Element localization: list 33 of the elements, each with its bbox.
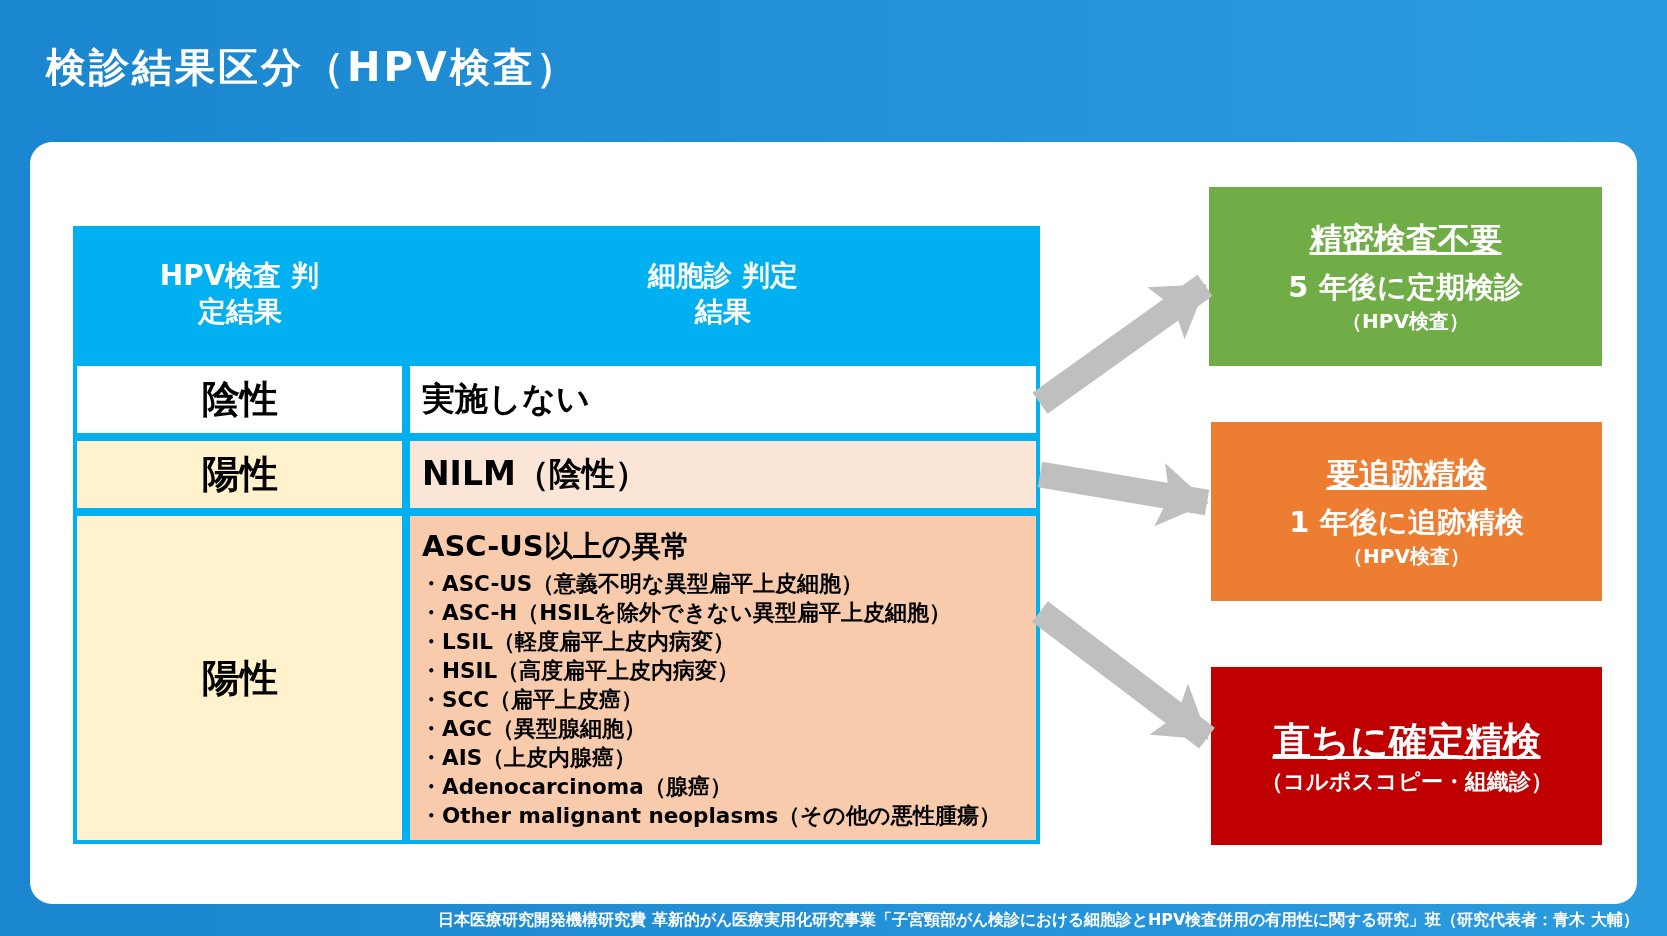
list-item: ・Other malignant neoplasms（その他の悪性腫瘍） xyxy=(419,801,1003,830)
result-note: （コルポスコピー・組織診） xyxy=(1259,767,1554,796)
result-note: （HPV検査） xyxy=(1341,308,1470,335)
list-item: ・LSIL（軽度扁平上皮内病変） xyxy=(419,627,736,656)
column-header: 細胞診 判定結果 xyxy=(646,257,799,330)
cell-text: 陽性 xyxy=(200,654,279,702)
page-title: 検診結果区分（HPV検査） xyxy=(46,43,579,92)
cell-text: NILM（陰性） xyxy=(421,453,649,495)
list-item: ・Adenocarcinoma（腺癌） xyxy=(419,772,733,801)
result-box xyxy=(1211,667,1602,845)
arrow xyxy=(1037,461,1210,527)
source-note: 日本医療研究開発機構研究費 革新的がん医療実用化研究事業「子宮頸部がん検診における細胞診とHPV検査併用の有用性に関する研究」班（研究代表者：青木 大輔） xyxy=(438,910,1639,931)
result-detail: 1 年後に追跡精検 xyxy=(1288,504,1525,541)
list-item: ・HSIL（高度扁平上皮内病変） xyxy=(419,656,741,685)
cell-text: 陰性 xyxy=(200,376,279,423)
result-box xyxy=(1211,422,1602,601)
result-note: （HPV検査） xyxy=(1342,543,1471,570)
cell-text: 陽性 xyxy=(200,451,279,498)
result-detail: 5 年後に定期検診 xyxy=(1287,269,1524,306)
list-item: ・AIS（上皮内腺癌） xyxy=(419,743,638,772)
list-item: ・ASC-US（意義不明な異型扁平上皮細胞） xyxy=(419,569,865,598)
result-heading: 精密検査不要 xyxy=(1308,219,1503,260)
cell-text: 実施しない xyxy=(421,378,591,420)
column-header: HPV検査 判定結果 xyxy=(158,257,321,330)
result-box xyxy=(1209,187,1602,366)
list-heading: ASC-US以上の異常 xyxy=(421,527,691,565)
result-heading: 要追跡精検 xyxy=(1325,454,1488,495)
list-item: ・AGC（異型腺細胞） xyxy=(419,714,648,743)
arrow xyxy=(1032,274,1213,414)
result-heading: 直ちに確定精検 xyxy=(1271,717,1542,765)
list-item: ・ASC-H（HSILを除外できない異型扁平上皮細胞） xyxy=(419,598,953,627)
arrow xyxy=(1032,601,1215,749)
list-item: ・SCC（扁平上皮癌） xyxy=(419,685,645,714)
